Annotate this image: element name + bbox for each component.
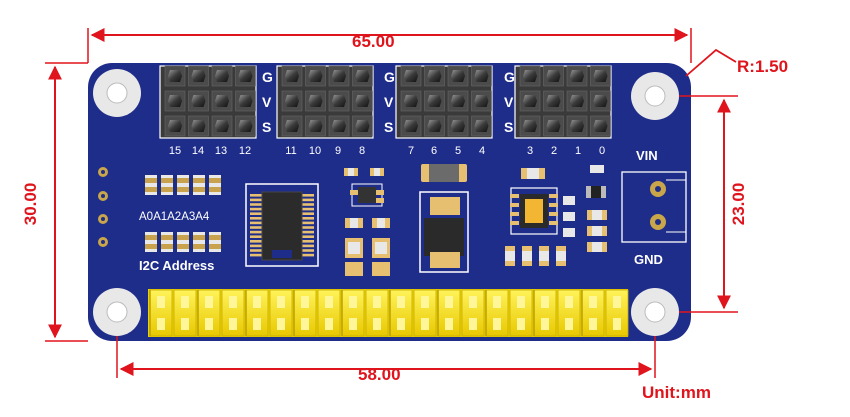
- address-title: I2C Address: [139, 258, 214, 273]
- height-dimension: 30.00: [21, 183, 40, 226]
- row-label-g: G: [384, 69, 395, 85]
- row-label-v: V: [384, 94, 394, 110]
- gnd-label: GND: [634, 252, 663, 267]
- gpio-pin-pair: [557, 289, 581, 337]
- row-label-s: S: [504, 119, 513, 135]
- gpio-pin-pair: [269, 289, 293, 337]
- gpio-pin-pair: [413, 289, 437, 337]
- hole-spacing-y-dimension: 23.00: [729, 183, 748, 226]
- right-components: [586, 165, 607, 252]
- channel-label: 3: [527, 145, 533, 157]
- channel-label: 9: [335, 145, 341, 157]
- row-label-g: G: [504, 69, 515, 85]
- pwm-controller-chip: [245, 183, 319, 267]
- address-jumpers: [145, 175, 221, 252]
- address-pins-label: A0A1A2A3A4: [139, 211, 210, 223]
- channel-label: 15: [169, 145, 181, 157]
- gpio-pin-pair: [509, 289, 533, 337]
- row-label-v: V: [262, 94, 272, 110]
- regulator-area: [505, 168, 575, 266]
- channel-label: 5: [455, 145, 461, 157]
- channel-label: 13: [215, 145, 227, 157]
- dimension-lines: [45, 28, 738, 378]
- channel-label: 0: [599, 145, 605, 157]
- gpio-pin-pair: [605, 289, 629, 337]
- channel-label: 7: [408, 145, 414, 157]
- power-components: [419, 164, 469, 273]
- channel-label: 8: [359, 145, 365, 157]
- gpio-pin-pair: [221, 289, 245, 337]
- channel-label: 14: [192, 145, 204, 157]
- hole-spacing-x-dimension: 58.00: [358, 365, 401, 384]
- gpio-pin-pair: [461, 289, 485, 337]
- channel-label: 1: [575, 145, 581, 157]
- power-terminal: [621, 171, 687, 243]
- channel-label: 4: [479, 145, 485, 157]
- width-dimension: 65.00: [352, 32, 395, 51]
- gpio-pin-pair: [365, 289, 389, 337]
- gpio-pin-pair: [317, 289, 341, 337]
- row-label-v: V: [504, 94, 514, 110]
- channel-label: 12: [239, 145, 251, 157]
- smd-components: [344, 168, 390, 276]
- channel-label: 11: [285, 145, 296, 157]
- row-label-g: G: [262, 69, 273, 85]
- vin-label: VIN: [636, 148, 658, 163]
- row-label-s: S: [262, 119, 271, 135]
- mounting-holes: [93, 69, 679, 336]
- channel-label: 6: [431, 145, 437, 157]
- channel-label: 10: [309, 145, 321, 157]
- channel-label: 2: [551, 145, 557, 157]
- unit-label: Unit:mm: [642, 383, 711, 402]
- servo-pin-headers: [159, 65, 612, 139]
- gvs-labels: G V S G V S G V S: [262, 69, 515, 135]
- left-pads: [98, 167, 108, 247]
- row-label-s: S: [384, 119, 393, 135]
- gpio-header: [148, 289, 629, 337]
- gpio-pin-pair: [173, 289, 197, 337]
- channel-labels: 15 14 13 12 11 10 9 8 7 6 5 4 3 2 1 0: [169, 145, 605, 157]
- corner-radius-label: R:1.50: [737, 57, 788, 76]
